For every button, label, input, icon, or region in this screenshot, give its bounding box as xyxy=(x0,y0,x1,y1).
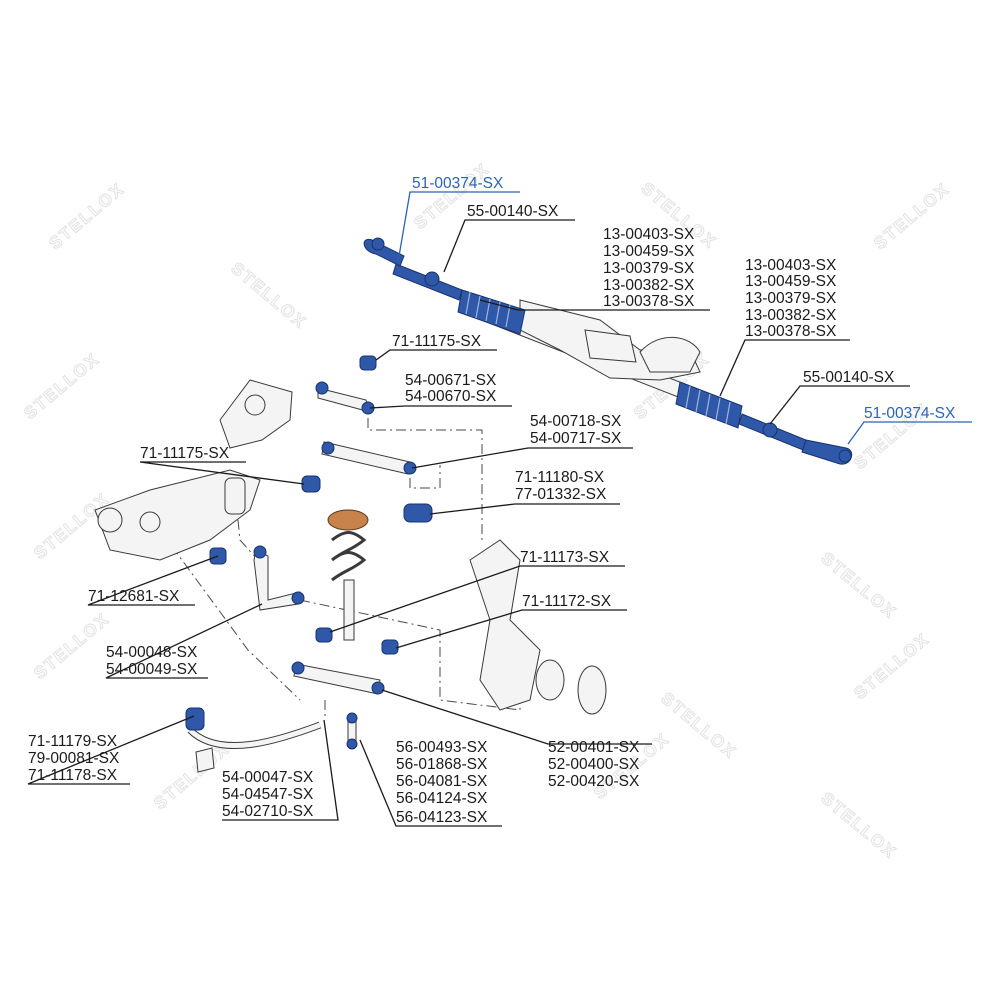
part-number-label: 13-00403-SX xyxy=(745,257,837,274)
part-number-label: 52-00420-SX xyxy=(548,773,640,790)
callout-stabilizer-bushing: 71-11179-SX 79-00081-SX 71-11178-SX xyxy=(28,733,120,784)
watermark: STELLOX xyxy=(817,789,900,863)
steering-rack xyxy=(465,299,701,405)
bushing-lower xyxy=(315,627,333,643)
part-number-label: 55-00140-SX xyxy=(803,369,895,386)
part-number-label: 56-04124-SX xyxy=(396,790,488,807)
leader-lines xyxy=(27,191,972,827)
part-number-label: 13-00379-SX xyxy=(603,260,695,277)
bushing-knuckle xyxy=(381,639,399,655)
coil-spring-strut xyxy=(327,509,369,641)
lower-arm-front xyxy=(291,661,385,695)
assembly-lines xyxy=(159,418,521,720)
part-number-label: 52-00400-SX xyxy=(548,756,640,773)
part-number-label: 54-04547-SX xyxy=(222,786,314,803)
callout-tie-rod-right: 55-00140-SX xyxy=(803,369,895,386)
callout-boot-right: 13-00403-SX 13-00459-SX 13-00379-SX 13-0… xyxy=(745,257,837,340)
part-number-label: 51-00374-SX xyxy=(412,175,504,192)
callout-stabilizer-link: 56-00493-SX 56-01868-SX 56-04081-SX 56-0… xyxy=(396,739,488,826)
steering-boot-right xyxy=(675,381,743,429)
callout-bushing-upper: 71-11175-SX xyxy=(392,333,482,350)
part-number-label: 56-04081-SX xyxy=(396,773,488,790)
watermark: STELLOX xyxy=(410,159,493,233)
stabilizer-bar xyxy=(185,707,322,773)
watermark: STELLOX xyxy=(45,179,128,253)
wheel-hub xyxy=(535,659,607,715)
callout-lower-arm-rear: 54-00048-SX 54-00049-SX xyxy=(106,644,198,678)
steering-boot-left xyxy=(457,289,526,335)
part-number-label: 54-02710-SX xyxy=(222,803,314,820)
tie-rod-end-left xyxy=(363,237,405,267)
part-number-label: 13-00459-SX xyxy=(745,273,837,290)
part-number-label: 71-11175-SX xyxy=(140,445,230,462)
part-number-label: 54-00049-SX xyxy=(106,661,198,678)
callout-bushing-lower: 71-11173-SX xyxy=(520,549,610,566)
part-number-label: 51-00374-SX xyxy=(864,405,956,422)
callout-upper-arm-rear: 54-00718-SX 54-00717-SX xyxy=(530,413,622,447)
part-number-label: 56-00493-SX xyxy=(396,739,488,756)
part-number-label: 13-00459-SX xyxy=(603,243,695,260)
callout-tie-rod-end-left: 51-00374-SX xyxy=(412,175,504,192)
part-number-label: 13-00379-SX xyxy=(745,290,837,307)
strut-mount xyxy=(403,503,433,523)
upper-arm-front xyxy=(315,381,375,415)
part-number-label: 54-00671-SX xyxy=(405,372,497,389)
part-number-label: 77-01332-SX xyxy=(515,486,607,503)
part-number-label: 56-01868-SX xyxy=(396,756,488,773)
part-number-label: 13-00378-SX xyxy=(603,293,695,310)
callout-upper-arm-front: 54-00671-SX 54-00670-SX xyxy=(405,372,497,405)
part-number-label: 13-00403-SX xyxy=(603,226,695,243)
part-number-label: 71-11180-SX xyxy=(515,469,605,486)
watermark: STELLOX xyxy=(30,609,113,683)
part-number-label: 13-00382-SX xyxy=(745,307,837,324)
watermark: STELLOX xyxy=(657,689,740,763)
part-number-label: 79-00081-SX xyxy=(28,750,120,767)
part-number-label: 13-00378-SX xyxy=(745,323,837,340)
callout-lower-arm-front: 54-00047-SX 54-04547-SX 54-02710-SX xyxy=(222,769,314,820)
watermark: STELLOX xyxy=(227,259,310,333)
upper-arm-rear xyxy=(321,441,417,475)
part-number-label: 71-11178-SX xyxy=(28,767,118,784)
callout-ball-joint: 52-00401-SX 52-00400-SX 52-00420-SX xyxy=(548,739,640,790)
part-number-label: 54-00048-SX xyxy=(106,644,198,661)
part-number-label: 71-12681-SX xyxy=(88,588,180,605)
part-number-label: 13-00382-SX xyxy=(603,277,695,294)
part-number-label: 56-04123-SX xyxy=(396,809,488,826)
part-number-label: 71-11179-SX xyxy=(28,733,118,750)
part-number-label: 71-11173-SX xyxy=(520,549,610,566)
callout-tie-rod-left: 55-00140-SX xyxy=(467,203,559,220)
wheel-knuckle xyxy=(469,539,541,711)
subframe xyxy=(94,469,261,561)
part-number-label: 55-00140-SX xyxy=(467,203,559,220)
watermark: STELLOX xyxy=(817,549,900,623)
bushing-left xyxy=(301,475,321,493)
watermark: STELLOX xyxy=(850,629,933,703)
part-number-label: 71-11172-SX xyxy=(522,593,612,610)
tie-rod-end-right xyxy=(801,439,853,465)
strut-tower xyxy=(219,379,293,449)
watermark: STELLOX xyxy=(20,349,103,423)
part-number-label: 54-00718-SX xyxy=(530,413,622,430)
part-number-label: 52-00401-SX xyxy=(548,739,640,756)
lower-arm-rear xyxy=(253,545,305,611)
callout-boot-left: 13-00403-SX 13-00459-SX 13-00379-SX 13-0… xyxy=(603,226,695,310)
callout-bushing-subframe: 71-12681-SX xyxy=(88,588,180,605)
callout-bushing-knuckle: 71-11172-SX xyxy=(522,593,612,610)
stabilizer-link xyxy=(346,712,358,750)
callout-tie-rod-end-right: 51-00374-SX xyxy=(864,405,956,422)
watermark: STELLOX xyxy=(150,739,233,813)
tie-rod-left xyxy=(392,263,463,301)
callout-strut-mount: 71-11180-SX 77-01332-SX xyxy=(515,469,607,503)
part-number-label: 54-00047-SX xyxy=(222,769,314,786)
part-number-label: 54-00717-SX xyxy=(530,430,622,447)
bushing-upper-arm xyxy=(359,355,377,371)
tie-rod-right xyxy=(738,413,807,451)
part-number-label: 71-11175-SX xyxy=(392,333,482,350)
watermark: STELLOX xyxy=(870,179,953,253)
part-number-label: 54-00670-SX xyxy=(405,388,497,405)
callout-bushing-left: 71-11175-SX xyxy=(140,445,230,462)
